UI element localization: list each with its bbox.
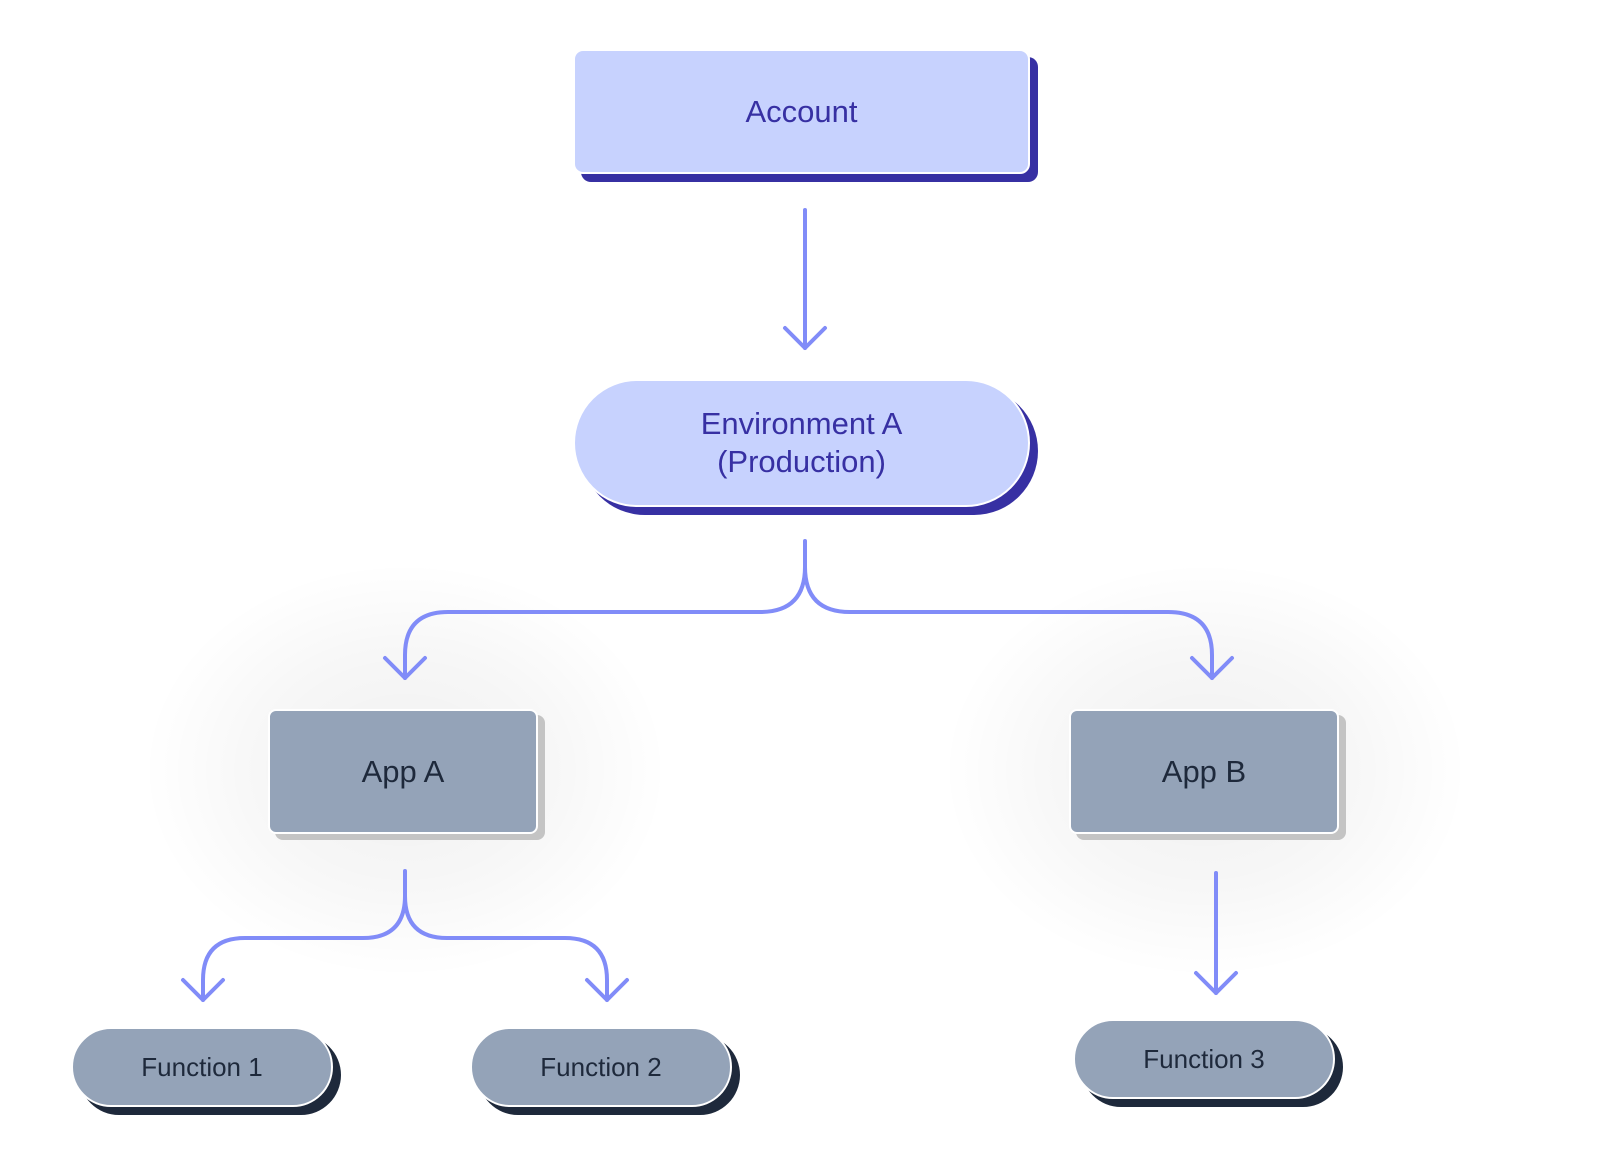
account-node: Account — [573, 49, 1030, 174]
arrowhead-function-3 — [1194, 971, 1238, 995]
function-2-label: Function 2 — [540, 1051, 662, 1082]
arrowhead-app-b — [1190, 656, 1234, 680]
function-3-label: Function 3 — [1143, 1043, 1265, 1074]
arrowhead-environment — [783, 326, 827, 350]
environment-label: Environment A — [700, 406, 903, 441]
edge-app-a-function-2 — [403, 894, 609, 1002]
app-a-label: App A — [361, 753, 445, 789]
environment-node: Environment A (Production) — [573, 379, 1030, 507]
app-a-node: App A — [268, 709, 538, 834]
arrowhead-app-a — [383, 656, 427, 680]
edge-environment-app-b — [803, 565, 1214, 680]
arrowhead-function-1 — [181, 978, 225, 1002]
function-1-node: Function 1 — [71, 1027, 333, 1107]
edge-app-a-function-1 — [201, 869, 407, 1002]
app-b-node: App B — [1069, 709, 1339, 834]
environment-sublabel: (Production) — [717, 444, 886, 479]
arrowhead-function-2 — [585, 978, 629, 1002]
edge-environment-app-a — [403, 539, 807, 680]
app-b-label: App B — [1161, 753, 1247, 789]
function-3-node: Function 3 — [1073, 1019, 1335, 1099]
function-2-node: Function 2 — [470, 1027, 732, 1107]
account-label: Account — [745, 93, 858, 129]
function-1-label: Function 1 — [141, 1051, 263, 1082]
